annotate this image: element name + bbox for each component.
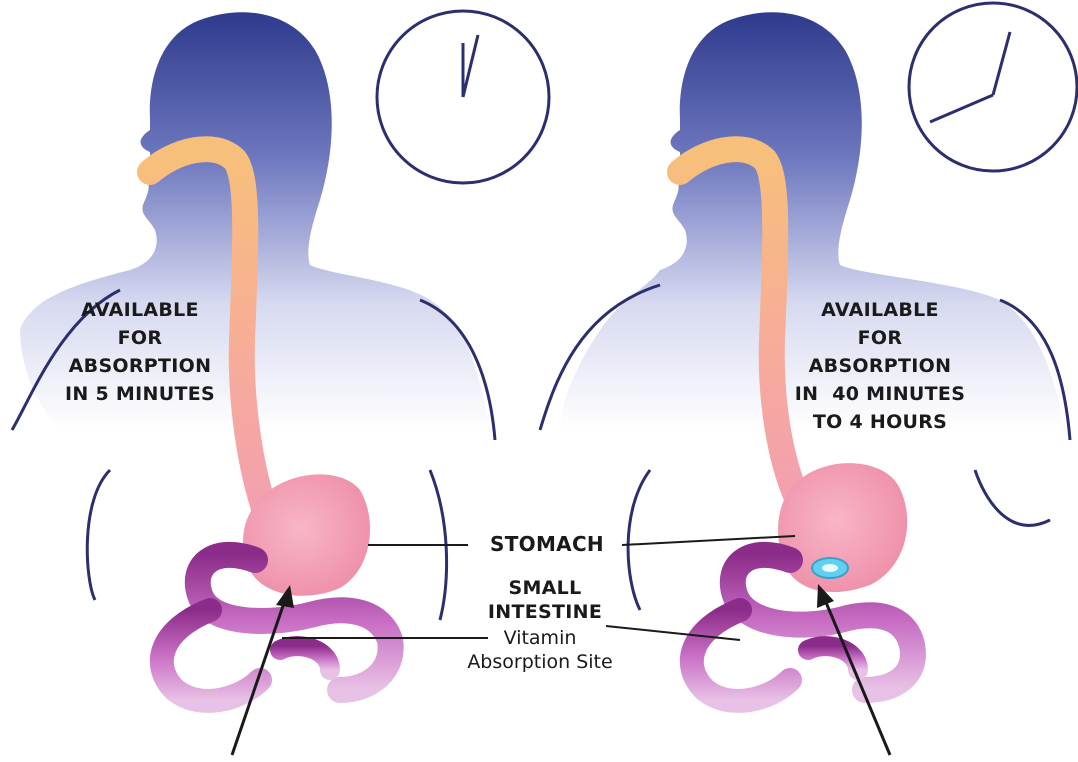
right-body-outline-arm-right [975, 470, 1050, 525]
left-availability-label: AVAILABLE FOR ABSORPTION IN 5 MINUTES [40, 296, 240, 408]
small-intestine-label: SMALL INTESTINE [455, 576, 635, 624]
left-body-outline-arm-left [87, 470, 110, 600]
left-availability-line: FOR [40, 324, 240, 352]
left-clock-icon [377, 11, 549, 183]
vitamin-absorption-line: Vitamin [440, 626, 640, 650]
vitamin-absorption-site-label: Vitamin Absorption Site [440, 626, 640, 674]
right-availability-line: IN 40 MINUTES [770, 380, 990, 408]
small-intestine-line: INTESTINE [455, 600, 635, 624]
left-availability-line: AVAILABLE [40, 296, 240, 324]
right-availability-label: AVAILABLE FOR ABSORPTION IN 40 MINUTES T… [770, 296, 990, 436]
pill-icon [812, 558, 848, 578]
small-intestine-line: SMALL [455, 576, 635, 600]
right-availability-line: FOR [770, 324, 990, 352]
left-availability-line: ABSORPTION [40, 352, 240, 380]
right-availability-line: TO 4 HOURS [770, 408, 990, 436]
vitamin-absorption-line: Absorption Site [440, 650, 640, 674]
left-availability-line: IN 5 MINUTES [40, 380, 240, 408]
right-clock-icon [909, 3, 1077, 171]
right-availability-line: ABSORPTION [770, 352, 990, 380]
stomach-label: STOMACH [472, 530, 622, 558]
right-availability-line: AVAILABLE [770, 296, 990, 324]
